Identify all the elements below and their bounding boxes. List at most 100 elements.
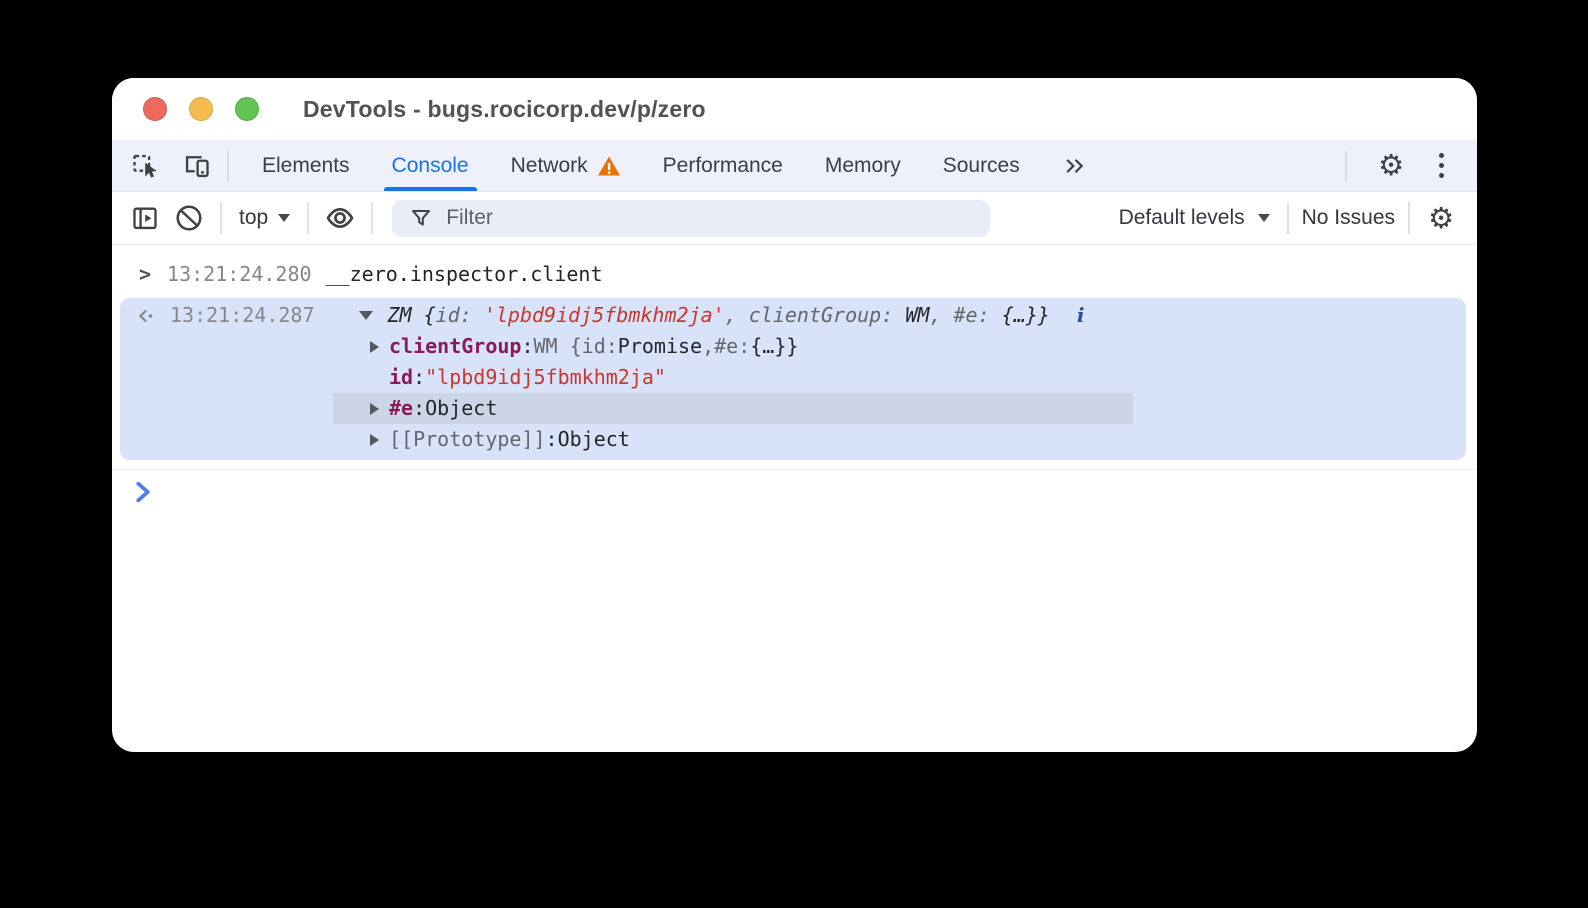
timestamp: 13:21:24.287 [170, 303, 315, 327]
property-row-id[interactable]: id: "lpbd9idj5fbmkhm2ja" [120, 362, 1466, 393]
settings-button[interactable]: ⚙ [1373, 148, 1409, 184]
minimize-window-button[interactable] [189, 97, 213, 121]
tab-label: Performance [662, 153, 783, 177]
property-value: , [702, 334, 715, 358]
expand-arrow-icon[interactable] [370, 402, 379, 415]
property-key: [[Prototype]] [389, 427, 546, 451]
preview-class: WM [905, 303, 930, 327]
console-settings-button[interactable]: ⚙ [1423, 200, 1459, 236]
toolbar-separator [220, 202, 222, 234]
preview-separator: , [929, 303, 954, 327]
evaluated-info-icon[interactable]: i [1076, 303, 1085, 327]
toolbar-separator [1408, 202, 1410, 234]
property-row-hash-e[interactable]: #e: Object [120, 393, 1466, 424]
log-levels-dropdown[interactable]: Default levels [1115, 206, 1274, 230]
property-row-prototype[interactable]: [[Prototype]]: Object [120, 424, 1466, 455]
tab-memory[interactable]: Memory [804, 140, 922, 191]
filter-box[interactable] [392, 199, 991, 237]
create-live-expression-button[interactable] [322, 200, 358, 236]
tab-performance[interactable]: Performance [642, 140, 804, 191]
clear-console-icon [176, 205, 202, 231]
toggle-device-toolbar-button[interactable] [179, 148, 215, 184]
filter-funnel-icon [412, 210, 431, 226]
property-colon: : [545, 427, 558, 451]
console-messages: > 13:21:24.280 __zero.inspector.client 1… [112, 245, 1477, 514]
property-colon: : [413, 396, 426, 420]
issues-counter[interactable]: No Issues [1301, 206, 1395, 229]
chevron-down-icon [1257, 214, 1270, 222]
preview-key: id: [435, 303, 484, 327]
javascript-context-selector[interactable]: top [235, 206, 294, 230]
expand-arrow-icon[interactable] [370, 433, 379, 446]
warning-icon [597, 156, 620, 175]
close-window-button[interactable] [143, 97, 167, 121]
prompt-chevron-icon [136, 481, 150, 503]
kebab-menu-icon [1426, 153, 1456, 178]
console-prompt[interactable] [112, 470, 1477, 514]
log-levels-label: Default levels [1118, 206, 1245, 229]
zoom-window-button[interactable] [235, 97, 259, 121]
customize-devtools-button[interactable] [1423, 148, 1459, 184]
property-key: clientGroup [389, 334, 522, 358]
toolbar-separator [371, 202, 374, 234]
expand-arrow-icon[interactable] [370, 340, 379, 353]
gear-icon: ⚙ [1428, 200, 1454, 235]
row-highlight [333, 393, 1133, 424]
tabbar-right-controls: ⚙ [1333, 148, 1477, 184]
devtools-tab-bar: Elements Console Network Performance [112, 140, 1477, 192]
preview-separator: , [724, 303, 749, 327]
toolbar-separator [307, 202, 310, 234]
preview-key: clientGroup: [748, 303, 906, 327]
object-preview: ZM {id: 'lpbd9idj5fbmkhm2ja', clientGrou… [388, 300, 1050, 331]
tab-sources[interactable]: Sources [922, 140, 1041, 191]
property-key: #e [389, 396, 414, 420]
property-colon: : [413, 365, 426, 389]
timestamp: 13:21:24.280 [167, 261, 312, 286]
more-tabs-button[interactable] [1041, 140, 1109, 191]
inspect-cursor-icon [133, 154, 157, 178]
clear-console-button[interactable] [171, 200, 207, 236]
filter-input[interactable] [446, 206, 974, 230]
property-value: {…}} [750, 334, 799, 358]
property-row-clientgroup[interactable]: clientGroup: WM {id: Promise, #e: {…}} [120, 331, 1466, 362]
device-toolbar-icon [185, 155, 209, 177]
tab-label: Network [510, 153, 588, 177]
eye-icon [326, 207, 354, 229]
traffic-lights [143, 97, 259, 121]
property-key: id [389, 365, 414, 389]
chevron-down-icon [278, 214, 291, 222]
title-bar: DevTools - bugs.rocicorp.dev/p/zero [112, 78, 1477, 140]
result-preview-row[interactable]: 13:21:24.287 ZM {id: 'lpbd9idj5fbmkhm2ja… [120, 300, 1466, 331]
property-value: Promise [617, 334, 703, 358]
command-chevron-icon: > [139, 261, 152, 286]
returned-value-icon [137, 306, 159, 326]
console-toolbar: top Default levels [112, 192, 1477, 245]
devtools-window: DevTools - bugs.rocicorp.dev/p/zero [112, 78, 1477, 752]
property-colon: : [521, 334, 534, 358]
property-value: #e: [714, 334, 751, 358]
show-console-sidebar-button[interactable] [127, 200, 163, 236]
property-value: Object [557, 427, 630, 451]
gear-icon: ⚙ [1378, 148, 1404, 182]
inspect-element-button[interactable] [127, 148, 163, 184]
tab-console[interactable]: Console [371, 140, 490, 191]
console-command-row[interactable]: > 13:21:24.280 __zero.inspector.client [112, 253, 1477, 295]
tab-label: Console [391, 153, 469, 177]
property-string-value: "lpbd9idj5fbmkhm2ja" [425, 365, 666, 389]
preview-key: #e: [953, 303, 1002, 327]
tab-label: Elements [262, 153, 350, 177]
tab-network[interactable]: Network [490, 140, 642, 191]
preview-string-value: 'lpbd9idj5fbmkhm2ja' [483, 303, 725, 327]
property-value: WM {id: [533, 334, 618, 358]
tabbar-separator [227, 150, 229, 181]
toolbar-separator [1286, 202, 1289, 234]
panel-tabs: Elements Console Network Performance [241, 140, 1109, 191]
sidebar-panel-icon [133, 207, 157, 230]
tabbar-left-icons [112, 148, 215, 184]
property-value: Object [425, 396, 498, 420]
tab-label: Sources [942, 153, 1020, 177]
context-label: top [239, 206, 269, 229]
expand-arrow-icon[interactable] [358, 311, 373, 320]
tab-elements[interactable]: Elements [241, 140, 371, 191]
